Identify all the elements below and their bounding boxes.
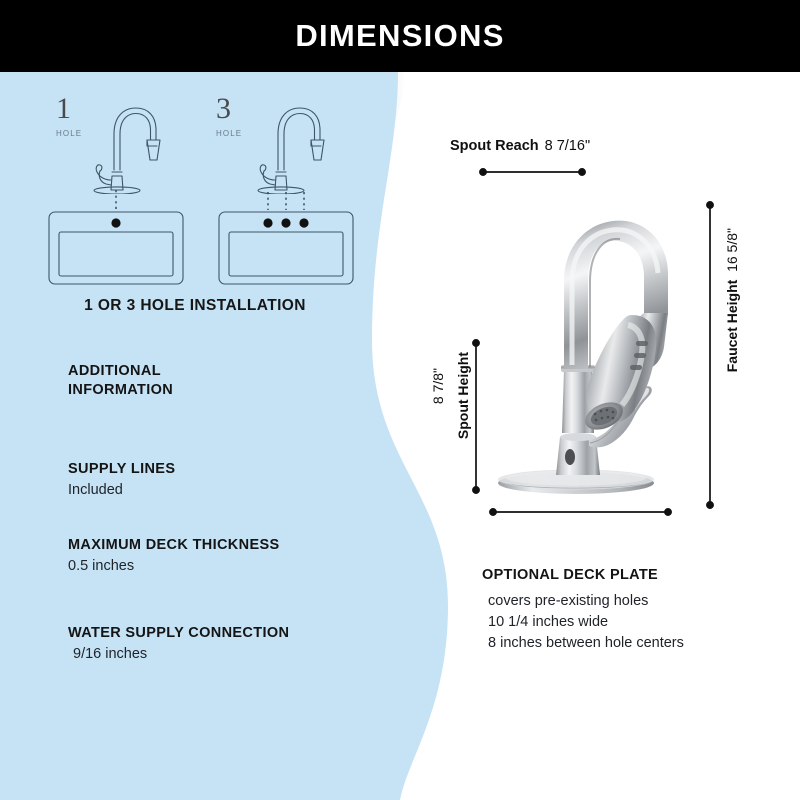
additional-info-line-1: ADDITIONAL [68,363,161,379]
hole-option-1-caption: HOLE [56,129,83,138]
spec-label: WATER SUPPLY CONNECTION [68,625,290,641]
spec-water-supply-connection: WATER SUPPLY CONNECTION 9/16 inches [68,624,289,664]
background-panels [0,72,800,800]
deck-plate-details: covers pre-existing holes 10 1/4 inches … [488,591,684,654]
hole-option-1: 1 HOLE [56,92,83,139]
faucet-lineart-icon-1 [93,107,161,194]
spout-height-value: 8 7/8" [430,368,446,405]
hole-option-1-number: 1 [56,92,71,125]
faucet-height-text: Faucet Height [724,279,740,373]
sink-hole [299,218,309,228]
additional-info-line-2: INFORMATION [68,381,174,398]
faucet-product-image [498,220,668,494]
spray-mode-button [634,353,646,358]
spray-mode-button [630,365,642,370]
installation-caption: 1 OR 3 HOLE INSTALLATION [84,297,306,314]
spec-label: MAXIMUM DECK THICKNESS [68,537,280,553]
deck-plate-line: 10 1/4 inches wide [488,614,609,631]
sink-diagram-3-hole [218,192,354,285]
faucet-height-value: 16 5/8" [724,228,740,272]
deck-plate-line: covers pre-existing holes [488,593,649,609]
faucet-base [556,437,600,475]
spout-height-value-label: 8 7/8" [430,368,446,404]
faucet-height-label: Faucet Height 16 5/8" [724,228,740,372]
spout-reach-label: Spout Reach 8 7/16" [450,138,590,154]
deck-plate-line: 8 inches between hole centers [488,635,684,652]
sink-hole [263,218,273,228]
spout-reach-text: Spout Reach [450,138,539,154]
spec-label: SUPPLY LINES [68,461,176,477]
additional-information-heading: ADDITIONAL INFORMATION [68,362,173,399]
hole-option-3: 3 HOLE [216,92,243,139]
optional-deck-plate-block: OPTIONAL DECK PLATE covers pre-existing … [482,567,684,654]
sink-hole [281,218,291,228]
spec-value: 0.5 inches [68,557,135,574]
header-bar: DIMENSIONS [0,0,800,72]
right-panel-content: Spout Reach 8 7/16" OPTIONAL DECK PLATE c… [400,72,800,800]
sink-hole [111,218,121,228]
spout-reach-value: 8 7/16" [544,138,591,154]
spray-mode-button [636,341,648,346]
aerator-holes [590,406,618,426]
hole-option-3-caption: HOLE [216,129,243,138]
blue-panel [0,72,448,800]
sink-diagram-1-hole [48,190,184,285]
hole-option-3-number: 3 [216,92,231,125]
deck-plate-heading: OPTIONAL DECK PLATE [482,567,658,583]
left-panel-content: 1 HOLE [0,72,400,800]
gooseneck-spout [564,220,668,369]
faucet-lineart-icon-2 [257,107,325,194]
sensor-window [565,449,575,465]
spec-value: 9/16 inches [73,645,148,662]
spec-max-deck-thickness: MAXIMUM DECK THICKNESS 0.5 inches [68,536,280,576]
spec-value: Included [68,481,123,498]
spec-supply-lines: SUPPLY LINES Included [68,460,175,500]
page-title: DIMENSIONS [295,18,505,53]
